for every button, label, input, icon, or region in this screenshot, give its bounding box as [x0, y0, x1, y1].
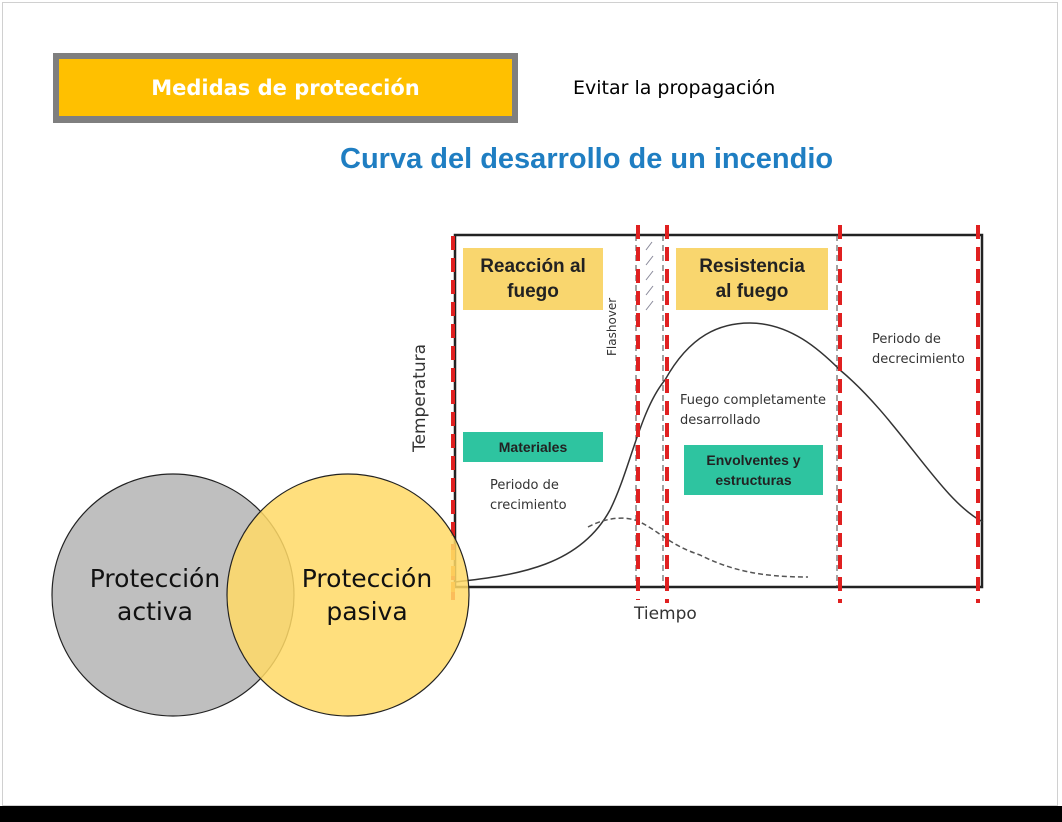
slide-frame — [2, 2, 1058, 806]
envelopes-box: Envolventes y estructuras — [684, 445, 823, 495]
bottom-bar — [0, 806, 1062, 822]
materials-box: Materiales — [463, 432, 603, 462]
reaction-to-fire-box: Reacción al fuego — [463, 248, 603, 310]
header-subtitle: Evitar la propagación — [573, 77, 776, 99]
x-axis-label: Tiempo — [634, 604, 697, 624]
chart-frame — [453, 233, 984, 589]
active-protection-label: Protección activa — [89, 564, 221, 626]
flashover-label: Flashover — [605, 297, 619, 356]
temperature-curve — [454, 322, 984, 583]
fire-resistance-box: Resistencia al fuego — [676, 248, 828, 310]
y-axis-label: Temperatura — [410, 343, 430, 452]
developed-label: Fuego completamente desarrollado — [680, 393, 827, 428]
growth-label: Periodo de crecimiento — [490, 478, 567, 513]
non-flashover-curve — [587, 517, 809, 578]
header-title: Medidas de protección — [59, 59, 512, 116]
flashover-hatch — [645, 241, 654, 311]
red-dashed-lines — [451, 225, 980, 603]
passive-protection-label: Protección pasiva — [301, 564, 433, 626]
diagram-title: Curva del desarrollo de un incendio — [340, 143, 834, 175]
decay-label: Periodo de decrecimiento — [872, 332, 965, 367]
